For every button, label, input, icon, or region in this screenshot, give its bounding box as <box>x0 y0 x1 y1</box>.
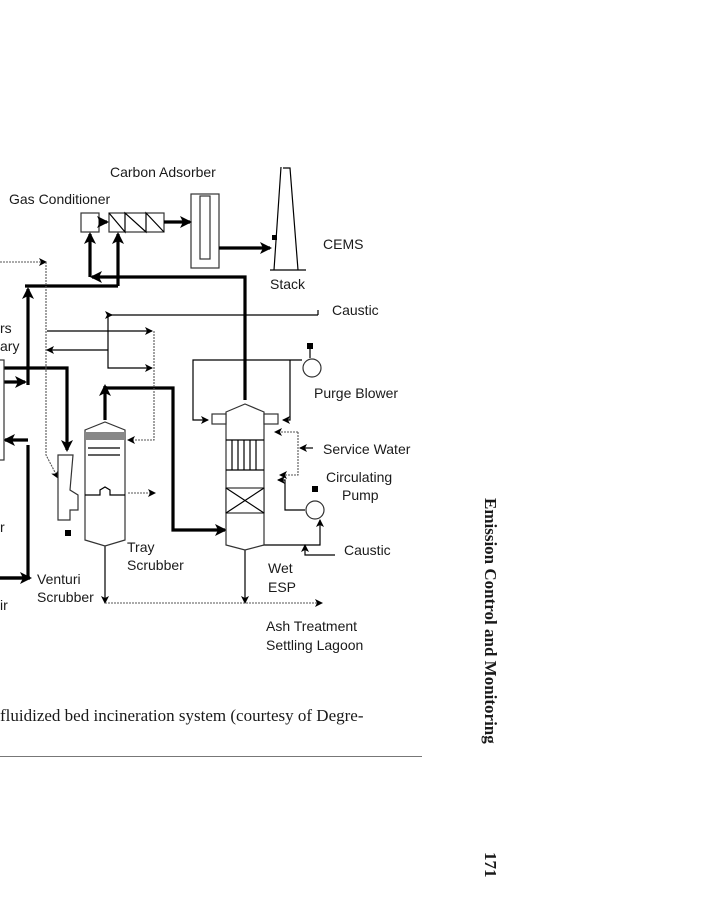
stack <box>270 166 306 271</box>
label-tray: Tray <box>127 539 154 555</box>
label-partial-2: ary <box>0 338 19 354</box>
tray-scrubber <box>84 421 126 547</box>
gas-conditioner <box>80 211 165 234</box>
label-purge-blower: Purge Blower <box>314 385 398 401</box>
label-caustic-top: Caustic <box>332 302 379 318</box>
label-service-water: Service Water <box>323 441 411 457</box>
label-partial-1: rs <box>0 320 12 336</box>
label-stack: Stack <box>270 276 306 292</box>
label-venturi-scrubber: Scrubber <box>37 589 94 605</box>
label-partial-3: r <box>0 519 5 535</box>
label-caustic-bottom: Caustic <box>344 542 391 558</box>
label-gas-conditioner: Gas Conditioner <box>9 191 111 207</box>
purge-blower-symbol <box>302 343 322 378</box>
running-head: Emission Control and Monitoring <box>481 498 500 744</box>
label-partial-4: ir <box>0 597 8 613</box>
label-settling-lagoon: Settling Lagoon <box>266 637 363 653</box>
label-carbon-adsorber: Carbon Adsorber <box>110 164 216 180</box>
label-circulating: Circulating <box>326 469 392 485</box>
wet-esp <box>211 403 279 551</box>
figure-caption: fluidized bed incineration system (court… <box>0 706 364 725</box>
footnote-rule <box>0 756 422 757</box>
circulating-pump-symbol <box>305 486 325 520</box>
label-venturi: Venturi <box>37 571 81 587</box>
venturi-scrubber <box>57 454 79 536</box>
label-cems: CEMS <box>323 236 363 252</box>
carbon-adsorber <box>190 193 220 269</box>
label-pump: Pump <box>342 487 379 503</box>
label-esp: ESP <box>268 579 296 595</box>
page-number: 171 <box>481 852 500 878</box>
label-wet: Wet <box>268 560 293 576</box>
partial-equipment <box>0 359 5 461</box>
label-tray-scrubber: Scrubber <box>127 557 184 573</box>
label-ash-treatment: Ash Treatment <box>266 618 357 634</box>
